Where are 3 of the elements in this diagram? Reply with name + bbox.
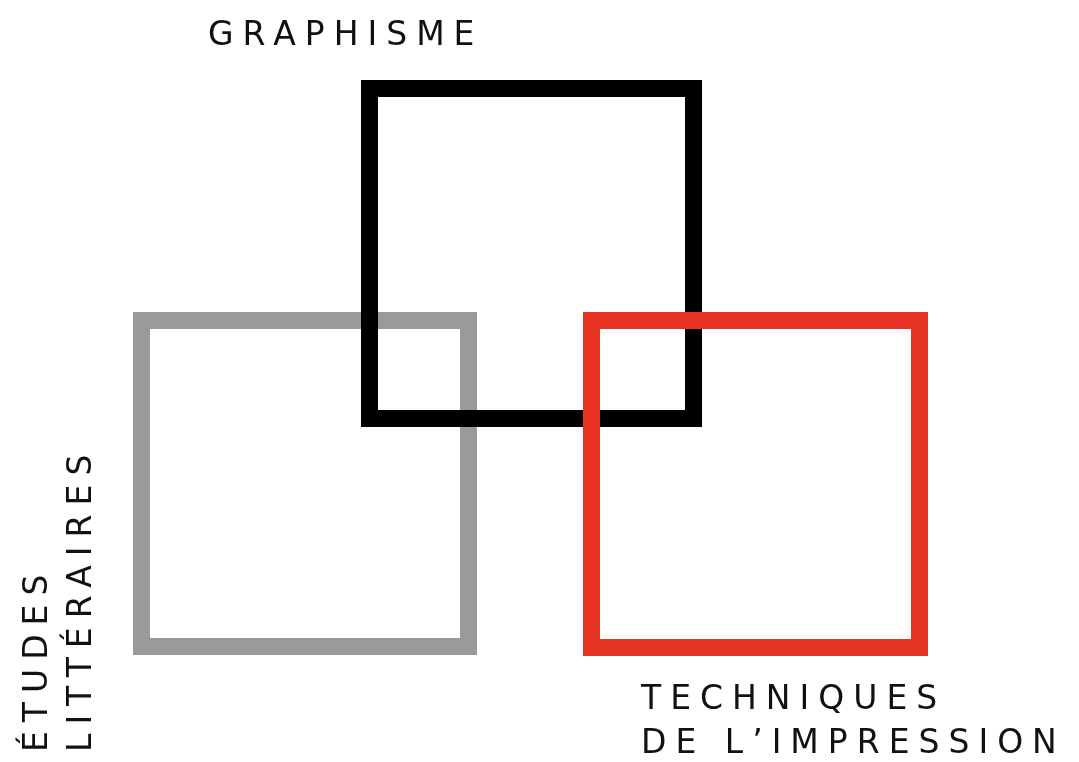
category-label: GRAPHISME — [208, 13, 484, 55]
category-label: TECHNIQUES DE L’IMPRESSION — [641, 677, 1066, 762]
category-label: ÉTUDES LITTÉRAIRES — [14, 444, 100, 752]
